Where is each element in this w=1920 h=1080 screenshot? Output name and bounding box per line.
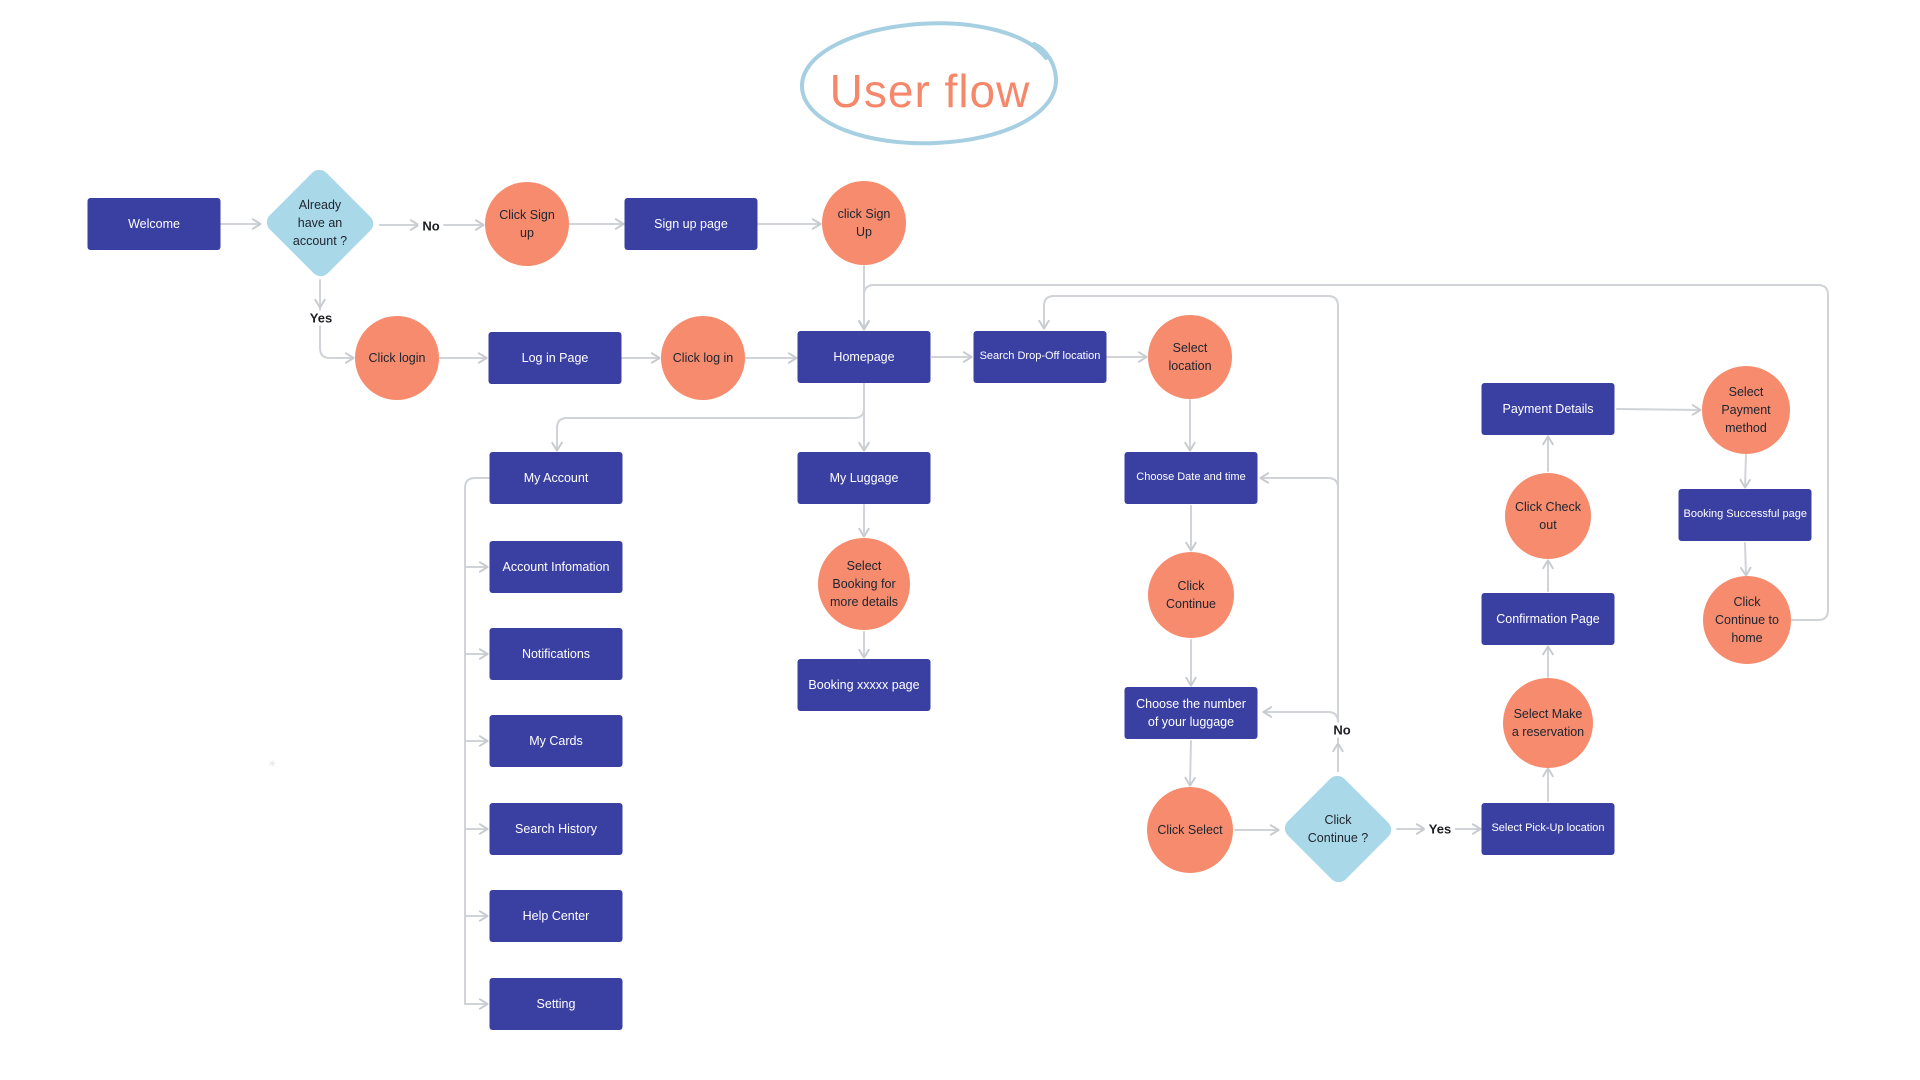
node-click-login[interactable]: Click login: [355, 316, 439, 400]
node-click-continue[interactable]: Click Continue: [1148, 552, 1234, 638]
node-label: My Account: [523, 470, 589, 485]
node-label: Click Continue ?: [1307, 812, 1369, 845]
node-label: Select location: [1168, 340, 1212, 373]
edge-label-no-0: No: [418, 218, 444, 234]
node-label: Confirmation Page: [1496, 611, 1600, 626]
node-label: Click log in: [672, 350, 734, 365]
node-label: Choose Date and time: [1136, 471, 1246, 484]
node-notifications[interactable]: Notifications: [489, 628, 623, 680]
node-label: Notifications: [521, 646, 591, 661]
node-welcome[interactable]: Welcome: [87, 198, 221, 250]
node-label: Select Payment method: [1721, 384, 1771, 436]
node-click-check-out[interactable]: Click Check out: [1505, 473, 1591, 559]
node-label: Select Pick-Up location: [1491, 822, 1605, 835]
node-label: Search History: [515, 821, 597, 836]
node-booking-xxxxx-page[interactable]: Booking xxxxx page: [797, 659, 931, 711]
node-label: click Sign Up: [837, 206, 891, 239]
edge-no-return-to-search-drop-off[interactable]: [1038, 295, 1339, 772]
node-choose-number-of-luggage[interactable]: Choose the number of your luggage: [1124, 687, 1258, 739]
node-label: Click login: [368, 350, 426, 365]
node-select-payment-method[interactable]: Select Payment method: [1702, 366, 1790, 454]
node-label: Setting: [536, 996, 576, 1011]
node-setting[interactable]: Setting: [489, 978, 623, 1030]
node-click-sign-up[interactable]: Click Sign up: [485, 182, 569, 266]
node-label: Payment Details: [1502, 401, 1594, 416]
edge-choose-number-to-click-select[interactable]: [1184, 740, 1196, 787]
node-label: My Cards: [529, 733, 583, 748]
node-log-in-page[interactable]: Log in Page: [488, 332, 622, 384]
node-label: Select Make a reservation: [1511, 706, 1585, 739]
edge-label-yes-3: Yes: [1424, 821, 1456, 837]
edge-label-yes-1: Yes: [305, 310, 337, 326]
title-ellipse-sketch: [799, 21, 1059, 146]
node-label: Booking Successful page: [1683, 508, 1808, 521]
node-click-select[interactable]: Click Select: [1147, 787, 1233, 873]
edge-booking-successful-to-continue-home[interactable]: [1740, 542, 1752, 577]
node-search-history[interactable]: Search History: [489, 803, 623, 855]
node-select-location[interactable]: Select location: [1148, 315, 1232, 399]
node-label: Select Booking for more details: [829, 558, 899, 610]
node-click-continue-to-home[interactable]: Click Continue to home: [1703, 576, 1791, 664]
node-label: My Luggage: [829, 470, 899, 485]
node-label: Click Check out: [1514, 499, 1581, 532]
node-label: Sign up page: [654, 216, 728, 231]
node-booking-successful-page[interactable]: Booking Successful page: [1678, 489, 1812, 541]
edge-label-no-2: No: [1329, 722, 1355, 738]
node-label: Click Select: [1157, 822, 1223, 837]
edge-continue-home-loop-to-homepage[interactable]: [858, 284, 1829, 621]
edge-no-return-to-choose-number[interactable]: [1262, 706, 1339, 772]
edge-decision-yes-to-click-login[interactable]: [319, 279, 355, 364]
edge-my-account-trunk[interactable]: [464, 477, 490, 1005]
node-select-booking-for-details[interactable]: Select Booking for more details: [818, 538, 910, 630]
node-label: Click Continue: [1165, 578, 1217, 611]
node-label: Help Center: [522, 908, 590, 923]
node-select-pick-up-location[interactable]: Select Pick-Up location: [1481, 803, 1615, 855]
node-click-sign-up-confirm[interactable]: click Sign Up: [822, 181, 906, 265]
stray-pen-mark: ✳: [268, 759, 277, 770]
node-my-account[interactable]: My Account: [489, 452, 623, 504]
node-search-drop-off-location[interactable]: Search Drop-Off location: [973, 331, 1107, 383]
diagram-title[interactable]: User flow: [829, 65, 1031, 117]
node-label: Log in Page: [521, 350, 589, 365]
node-my-cards[interactable]: My Cards: [489, 715, 623, 767]
node-choose-date-and-time[interactable]: Choose Date and time: [1124, 452, 1258, 504]
node-select-make-a-reservation[interactable]: Select Make a reservation: [1503, 678, 1593, 768]
node-label: Homepage: [833, 349, 895, 364]
node-label: Booking xxxxx page: [808, 677, 920, 692]
node-my-luggage[interactable]: My Luggage: [797, 452, 931, 504]
node-label: Account Infomation: [502, 559, 610, 574]
edge-payment-details-to-payment-method[interactable]: [1616, 404, 1702, 416]
node-label: Search Drop-Off location: [979, 350, 1101, 363]
node-label: Already have an account ?: [292, 197, 348, 249]
node-confirmation-page[interactable]: Confirmation Page: [1481, 593, 1615, 645]
node-label: Welcome: [128, 216, 180, 231]
node-help-center[interactable]: Help Center: [489, 890, 623, 942]
node-homepage[interactable]: Homepage: [797, 331, 931, 383]
edge-payment-method-to-booking-successful[interactable]: [1739, 454, 1751, 489]
node-sign-up-page[interactable]: Sign up page: [624, 198, 758, 250]
node-account-infomation[interactable]: Account Infomation: [489, 541, 623, 593]
node-already-have-an-account[interactable]: Already have an account ?: [262, 165, 378, 281]
node-label: Click Continue to home: [1715, 594, 1779, 646]
node-payment-details[interactable]: Payment Details: [1481, 383, 1615, 435]
node-label: Click Sign up: [499, 207, 555, 240]
edge-no-return-to-choose-date[interactable]: [1259, 472, 1339, 772]
node-click-continue-question[interactable]: Click Continue ?: [1280, 771, 1396, 887]
node-label: Choose the number of your luggage: [1136, 696, 1246, 729]
node-click-log-in[interactable]: Click log in: [661, 316, 745, 400]
